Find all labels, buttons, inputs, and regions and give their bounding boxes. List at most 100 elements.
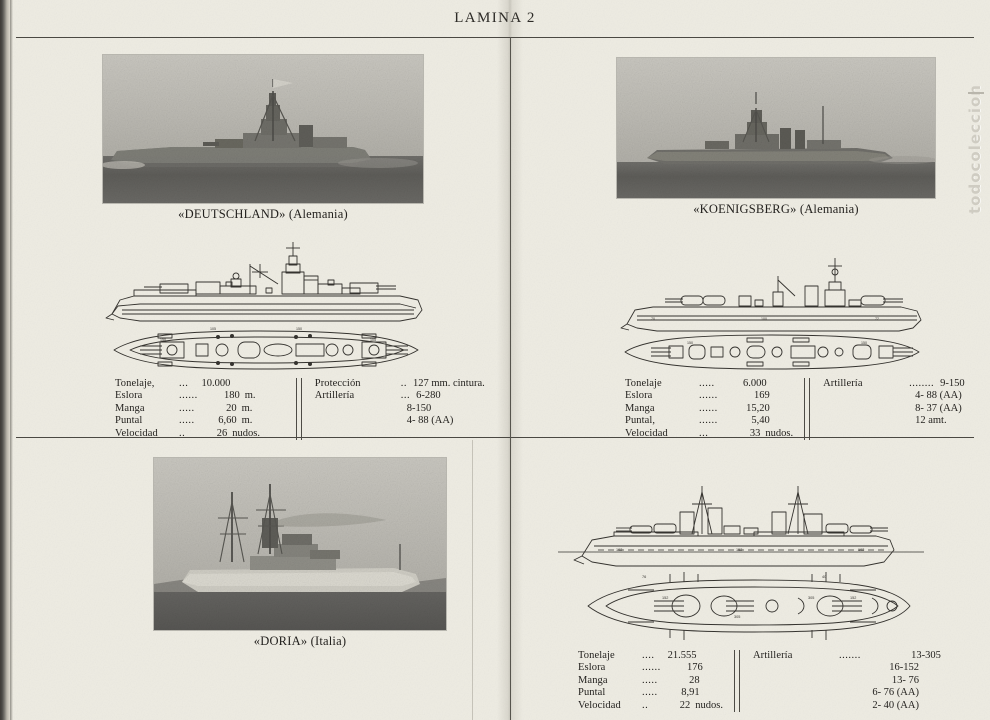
spec-unit: nudos. (695, 699, 723, 711)
spec-dots: ........ (909, 378, 935, 389)
spec-value: 16-152 (889, 662, 919, 674)
spec-row: Manga ..... 20 m. (115, 403, 285, 415)
spec-value: 13- 76 (891, 674, 919, 686)
spec-value: 8- 37 (AA) (915, 402, 962, 414)
spec-row: 8- 37 (AA) (823, 403, 965, 415)
spec-label: Puntal, (625, 415, 656, 427)
spec-unit: nudos. (232, 427, 260, 439)
spec-row: 13- 76 (753, 675, 941, 687)
svg-text:40: 40 (822, 575, 826, 579)
photo-ship-silhouette (647, 92, 935, 164)
spec-value: 8-150 (406, 402, 432, 414)
spec-unit (770, 403, 775, 415)
spec-value: 127 mm. cintura. (413, 378, 485, 389)
ship-panel-koenigsberg: «KOENIGSBERG» (Alemania) (617, 58, 935, 216)
spec-row: Puntal ..... 6,60 m. (115, 415, 285, 427)
spec-label: Velocidad (625, 427, 668, 439)
svg-text:150: 150 (160, 338, 166, 342)
spec-value: 33 (749, 427, 761, 439)
rule-middle-divider (16, 437, 974, 438)
specs-deutschland-armament: Protección .. 127 mm. cintura. Artillerí… (303, 378, 485, 428)
svg-text:305: 305 (734, 615, 740, 619)
spec-label: Tonelaje (578, 650, 615, 661)
spec-label: Protección (314, 378, 361, 389)
spec-row: 4- 88 (AA) (315, 415, 485, 427)
svg-text:105: 105 (370, 338, 376, 342)
specs-koenigsberg-main: Tonelaje ..... 6.000 Eslora ...... 169 M… (625, 378, 803, 440)
spec-label: Eslora (578, 662, 606, 674)
rule-center-vertical (510, 37, 511, 720)
spec-value: 21.555 (667, 650, 697, 661)
spec-value: 10.000 (201, 378, 231, 389)
spec-unit (770, 415, 775, 427)
drawing-doria: 102 152 102 152 305 305 152 76 40 (558, 478, 924, 642)
spec-row: Puntal, ...... 5,40 (625, 415, 793, 427)
spec-dots: ...... (699, 415, 718, 427)
specs-deutschland: Tonelaje, ... 10.000 Eslora ...... 180 m… (115, 378, 485, 441)
watermark-todocoleccion: todocoleccion (966, 84, 984, 214)
spec-label: Manga (625, 402, 655, 414)
spec-value: 180 (224, 390, 240, 402)
spec-row: Tonelaje .... 21.555 (578, 650, 723, 662)
spec-row: 12 amt. (823, 415, 965, 427)
spec-label (753, 675, 839, 687)
spec-unit (230, 378, 275, 390)
spec-dots: ..... (179, 415, 195, 427)
spec-separator (804, 378, 811, 441)
spec-dots: .. (642, 699, 649, 711)
svg-text:305: 305 (808, 596, 814, 600)
spec-dots: ..... (642, 687, 658, 699)
spec-value: 28 (689, 674, 700, 686)
rule-top-border (16, 37, 974, 38)
specs-doria-main: Tonelaje .... 21.555 Eslora ...... 176 M… (578, 650, 733, 712)
spec-dots: ... (699, 427, 709, 439)
spec-unit (767, 378, 772, 390)
spec-label (823, 415, 909, 427)
specs-koenigsberg: Tonelaje ..... 6.000 Eslora ...... 169 M… (625, 378, 965, 441)
svg-text:102: 102 (858, 548, 864, 552)
spec-unit: m. (244, 390, 256, 402)
spec-row: Velocidad .. 26 nudos. (115, 428, 285, 440)
spec-value: 26 (216, 427, 228, 439)
spec-label: Velocidad (578, 699, 621, 711)
svg-text:100: 100 (761, 317, 767, 321)
spec-row: Eslora ...... 169 (625, 390, 793, 402)
spec-label: Puntal (578, 687, 606, 699)
spec-dots: ...... (699, 390, 718, 402)
spec-row: Velocidad .. 22 nudos. (578, 700, 723, 712)
specs-koenigsberg-armament: Artillería ........ 9-150 4- 88 (AA) 8- … (811, 378, 965, 428)
spec-row: Artillería ... 6-280 (315, 390, 485, 402)
spec-dots: ...... (179, 390, 198, 402)
specs-doria: Tonelaje .... 21.555 Eslora ...... 176 M… (578, 650, 941, 713)
specs-deutschland-main: Tonelaje, ... 10.000 Eslora ...... 180 m… (115, 378, 295, 440)
spec-label (753, 687, 839, 699)
spec-value: 176 (687, 662, 703, 674)
spec-value: 9-150 (940, 378, 965, 389)
caption-doria: «DORIA» (Italia) (253, 634, 347, 648)
spec-label: Artillería (314, 390, 355, 402)
spec-unit: nudos. (765, 427, 794, 439)
drawing-deutschland: 105 150 150 105 (100, 238, 430, 373)
spec-value: 5,40 (751, 415, 770, 427)
spec-label (823, 390, 909, 402)
spec-label: Tonelaje (625, 378, 662, 389)
spec-separator (733, 650, 740, 713)
scan-binding-edge (0, 0, 13, 720)
svg-text:76: 76 (642, 575, 646, 579)
spec-dots: ... (179, 378, 189, 389)
spec-value: 6-280 (416, 390, 441, 402)
spec-dots: ...... (699, 402, 718, 414)
svg-text:102: 102 (616, 548, 622, 552)
spec-value: 6.000 (743, 378, 767, 389)
spec-label: Manga (115, 402, 145, 414)
photo-deutschland (103, 55, 423, 203)
spec-row: Protección .. 127 mm. cintura. (315, 378, 485, 390)
spec-row: Eslora ...... 180 m. (115, 390, 285, 402)
spec-value: 2- 40 (AA) (872, 699, 919, 711)
spec-label (823, 403, 909, 415)
spec-unit: m. (241, 415, 253, 427)
spec-value: 169 (754, 390, 770, 402)
spec-label: Tonelaje, (115, 378, 155, 389)
svg-text:152: 152 (662, 596, 668, 600)
